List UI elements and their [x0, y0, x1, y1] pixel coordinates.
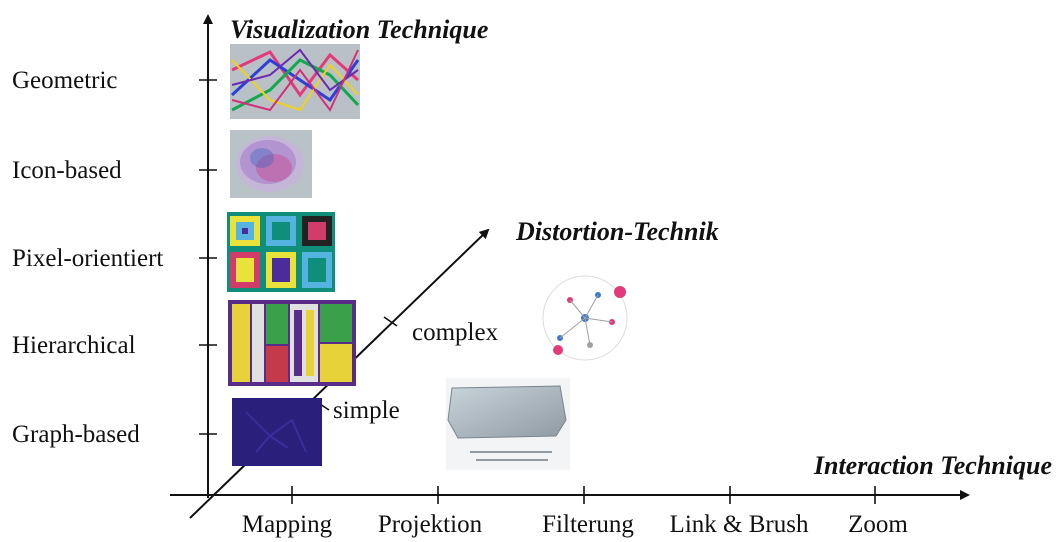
x-axis-ticks — [291, 486, 876, 504]
y-label-geometric: Geometric — [12, 67, 118, 94]
icon-based-stick-figure-thumbnail — [230, 130, 312, 198]
x-axis-title: Interaction Technique — [813, 451, 1052, 480]
distortion-3d-wall-thumbnail — [446, 378, 570, 470]
z-label-simple: simple — [333, 397, 400, 424]
y-label-icon-based: Icon-based — [12, 157, 122, 184]
y-axis-title: Visualization Technique — [230, 15, 488, 44]
x-label-link-brush: Link & Brush — [670, 511, 809, 538]
hierarchical-treemap-thumbnail — [228, 300, 356, 386]
x-label-mapping: Mapping — [242, 511, 333, 538]
x-label-zoom: Zoom — [848, 511, 908, 538]
x-label-projektion: Projektion — [378, 511, 483, 538]
graph-based-thumbnail — [232, 398, 322, 466]
y-axis-ticks — [199, 79, 217, 435]
pixel-oriented-thumbnail — [227, 212, 335, 292]
y-label-pixel-orientiert: Pixel-orientiert — [12, 245, 163, 272]
y-label-graph-based: Graph-based — [12, 421, 140, 448]
y-label-hierarchical: Hierarchical — [12, 332, 136, 359]
z-label-complex: complex — [412, 319, 499, 346]
geometric-parallel-coordinates-thumbnail — [230, 44, 360, 119]
z-axis-title: Distortion-Technik — [515, 217, 719, 246]
z-tick-complex — [383, 316, 398, 327]
distortion-graph-thumbnail — [542, 275, 628, 361]
x-label-filterung: Filterung — [542, 511, 634, 538]
